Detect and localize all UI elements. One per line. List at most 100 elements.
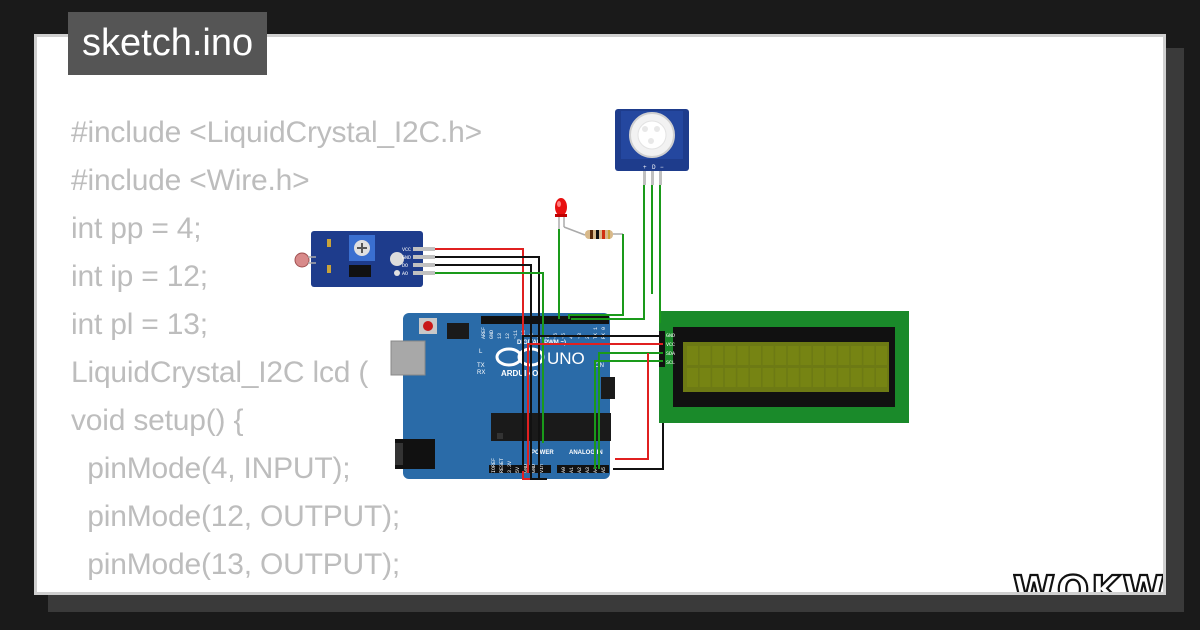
code-line: int ip = 12; <box>71 260 208 293</box>
file-name-tab[interactable]: sketch.ino <box>68 12 268 75</box>
code-line: void setup() { <box>71 404 244 437</box>
board-pin-label: 12 <box>505 333 511 339</box>
lcd-char-cell <box>762 346 774 365</box>
wire-black <box>613 423 664 470</box>
lcd-pin-label: GND <box>666 333 675 339</box>
lcd-char-cell <box>787 346 799 365</box>
lcd-char-cell <box>825 368 837 387</box>
lcd-char-cell <box>850 368 862 387</box>
board-pin-label: RESET <box>499 458 505 473</box>
lcd-char-cell <box>712 346 724 365</box>
code-line: #include <Wire.h> <box>71 164 310 197</box>
wire-red <box>615 353 649 460</box>
wire-green <box>571 185 645 320</box>
code-line: int pp = 4; <box>71 212 202 245</box>
analog-header-label: ANALOG IN <box>569 450 603 456</box>
code-line: #include <LiquidCrystal_I2C.h> <box>71 116 482 149</box>
board-pin-label: AREF <box>481 327 487 339</box>
wire-green <box>594 360 663 469</box>
rx-label: RX <box>477 370 485 376</box>
wires <box>435 185 664 480</box>
arduino-uno-board[interactable]: UNO ARDUINO DIGITAL (PWM ~) TX RX L ON P… <box>390 313 615 479</box>
ldr-pin-label: GND <box>402 255 411 261</box>
wire-green <box>435 272 544 443</box>
lcd-char-cell <box>813 346 824 365</box>
lcd-1602-display[interactable]: GND VCC SDA SCL <box>659 311 909 423</box>
board-pin-label: A3 <box>585 467 591 473</box>
lcd-char-cell <box>687 368 698 387</box>
lcd-char-cell <box>825 346 837 365</box>
ldr-pin-label: VCC <box>402 247 411 253</box>
wire-green <box>651 185 653 294</box>
lcd-char-cell <box>699 368 711 387</box>
lcd-pin-label: SDA <box>666 351 675 357</box>
lcd-char-cell <box>775 346 787 365</box>
board-pin-label: 2 <box>585 336 591 339</box>
board-pin-label: ~11 <box>513 330 519 339</box>
code-line: pinMode(4, INPUT); <box>71 452 351 485</box>
wire-black <box>522 335 663 471</box>
led-l-label: L <box>479 349 483 355</box>
lcd-char-cell <box>762 368 774 387</box>
wokwi-logo-text: WOKWI <box>1013 568 1166 595</box>
board-pin-label: 13 <box>497 333 503 339</box>
board-pin-label: TX 1 <box>593 327 599 339</box>
board-pin-label: 5V <box>515 467 521 473</box>
lcd-pin-label: SCL <box>666 360 675 366</box>
lcd-pin-label: VCC <box>666 342 675 348</box>
lcd-char-cell <box>687 346 698 365</box>
ldr-pin-label: DO <box>402 263 408 269</box>
lcd-char-cell <box>800 346 812 365</box>
lcd-char-cell <box>863 346 875 365</box>
circuit-diagram: + D − <box>294 109 909 480</box>
board-pin-label: Vin <box>539 464 545 473</box>
lcd-char-cell <box>737 346 749 365</box>
wokwi-logo: WOKWI <box>1013 567 1166 595</box>
wire-black <box>435 264 547 480</box>
lcd-char-cell <box>750 346 761 365</box>
red-led[interactable] <box>555 198 567 229</box>
resistor[interactable] <box>563 226 623 239</box>
lcd-char-cell <box>724 368 736 387</box>
lcd-char-cell <box>699 346 711 365</box>
wire-black <box>435 256 540 479</box>
lcd-char-cell <box>787 368 799 387</box>
ldr-sensor-module[interactable]: VCC GND DO AO <box>294 231 435 287</box>
board-pin-label: IOREF <box>491 458 497 473</box>
lcd-char-cell <box>876 368 887 387</box>
lcd-char-cell <box>876 346 887 365</box>
wire-green <box>598 352 663 469</box>
lcd-char-cell <box>750 368 761 387</box>
pir-sensor[interactable]: + D − <box>615 109 689 185</box>
lcd-char-cell <box>863 368 875 387</box>
lcd-char-cell <box>850 346 862 365</box>
wire-green <box>568 234 624 319</box>
code-line: pinMode(12, OUTPUT); <box>71 500 401 533</box>
lcd-char-cell <box>712 368 724 387</box>
board-pin-label: 7 <box>545 336 551 339</box>
lcd-char-cell <box>838 346 850 365</box>
wire-red <box>527 343 663 473</box>
board-pin-label: 4 <box>569 336 575 339</box>
code-line: int pl = 13; <box>71 308 208 341</box>
pir-pin-label: D <box>652 164 656 171</box>
lcd-char-cell <box>838 368 850 387</box>
board-pin-label: A5 <box>601 467 607 473</box>
board-pin-label: A0 <box>561 467 567 473</box>
board-model-label: UNO <box>547 349 585 368</box>
preview-frame: #include <LiquidCrystal_I2C.h> #include <… <box>34 34 1166 595</box>
board-pin-label: 3.3V <box>507 461 513 473</box>
code-preview: #include <LiquidCrystal_I2C.h> #include <… <box>71 109 482 592</box>
pir-pin-label: + <box>643 164 647 171</box>
board-pin-label: A4 <box>593 467 599 473</box>
code-line: pinMode(13, OUTPUT); <box>71 548 401 581</box>
power-header-label: POWER <box>531 450 554 456</box>
tx-label: TX <box>477 363 485 369</box>
board-pin-label: GND <box>523 464 529 473</box>
board-pin-label: RX 0 <box>601 327 607 339</box>
board-brand-label: ARDUINO <box>501 369 538 378</box>
lcd-char-cell <box>724 346 736 365</box>
board-pin-label: GND <box>489 330 495 339</box>
code-line: LiquidCrystal_I2C lcd ( <box>71 356 369 389</box>
lcd-char-cell <box>800 368 812 387</box>
